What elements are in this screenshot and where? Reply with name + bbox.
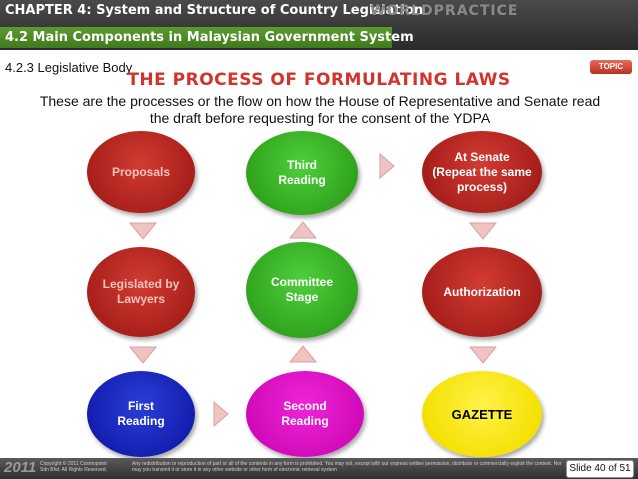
description-text: These are the processes or the flow on h… (39, 93, 601, 126)
arrow-right-icon (379, 152, 395, 180)
node-gazette-label: GAZETTE (451, 406, 513, 422)
slide-number: Slide 40 of 51 (566, 460, 634, 478)
section-bar: 4.2 Main Components in Malaysian Governm… (0, 27, 414, 48)
arrow-down-icon (128, 346, 158, 364)
node-legislated: Legislated by Lawyers (87, 247, 195, 337)
brand-watermark: WORLDPRACTICE (370, 3, 519, 19)
footer-copyright: Copyright © 2011 Cosmopoint Sdn Bhd. All… (40, 461, 107, 473)
arrow-down-icon (128, 222, 158, 240)
footer-legal: Any redistribution or reproduction of pa… (132, 461, 562, 473)
node-proposals: Proposals (87, 131, 195, 213)
arrow-down-icon (468, 222, 498, 240)
page-title: THE PROCESS OF FORMULATING LAWS (127, 70, 511, 90)
subsection-label: 4.2.3 Legislative Body (5, 60, 133, 75)
node-authorization-label: Authorization (443, 284, 521, 299)
chapter-title: CHAPTER 4: System and Structure of Count… (5, 3, 424, 18)
node-third-reading: Third Reading (246, 131, 358, 215)
section-title: 4.2 Main Components in Malaysian Governm… (5, 30, 414, 45)
header-bar: CHAPTER 4: System and Structure of Count… (0, 0, 638, 50)
node-authorization: Authorization (422, 247, 542, 337)
topic-button[interactable]: TOPIC (590, 60, 632, 74)
node-first-reading-label: First Reading (117, 399, 165, 428)
node-third-reading-label: Third Reading (278, 158, 326, 187)
arrow-down-icon (468, 346, 498, 364)
node-second-reading-label: Second Reading (281, 399, 329, 428)
arrow-up-icon (288, 221, 318, 239)
node-at-senate: At Senate (Repeat the same process) (422, 131, 542, 213)
footer-bar: 2011 Copyright © 2011 Cosmopoint Sdn Bhd… (0, 458, 638, 479)
arrow-right-icon (213, 400, 229, 428)
node-at-senate-label: At Senate (Repeat the same process) (432, 149, 532, 194)
arrow-up-icon (288, 345, 318, 363)
node-second-reading: Second Reading (246, 371, 364, 457)
footer-year: 2011 (4, 459, 37, 476)
node-committee-stage-label: Committee Stage (270, 275, 333, 304)
node-legislated-label: Legislated by Lawyers (102, 277, 180, 306)
node-gazette: GAZETTE (422, 371, 542, 457)
node-committee-stage: Committee Stage (246, 242, 358, 338)
node-proposals-label: Proposals (111, 164, 171, 179)
node-first-reading: First Reading (87, 371, 195, 457)
